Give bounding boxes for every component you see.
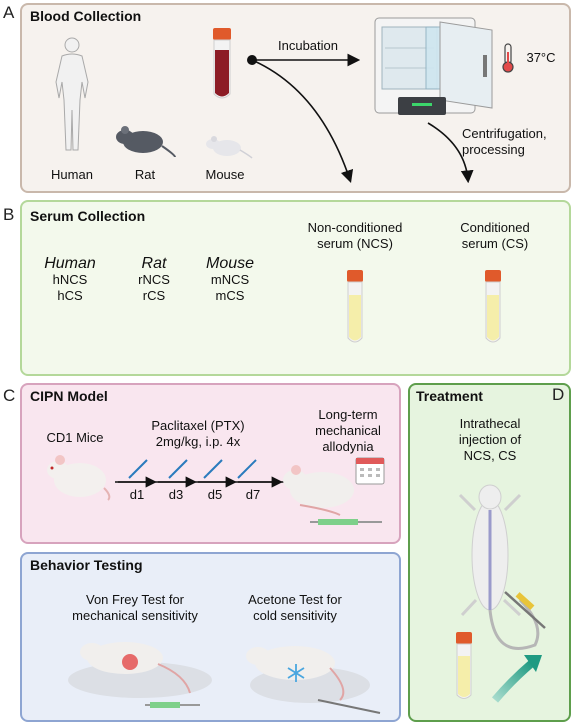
mouse-icon <box>206 136 253 159</box>
cipn-title: CIPN Model <box>30 388 108 404</box>
rat-icon <box>116 126 176 158</box>
mcs-label: mCS <box>215 288 245 303</box>
human-serum-group: Human hNCS hCS <box>40 256 100 304</box>
serum-title: Serum Collection <box>30 208 146 224</box>
blood-tube-icon <box>213 28 231 99</box>
vonfrey-rat-icon <box>68 642 212 708</box>
ncs-tube-icon <box>347 270 363 343</box>
day-label: d7 <box>245 487 261 502</box>
behavior-title: Behavior Testing <box>30 557 143 573</box>
calendar-icon <box>355 457 385 485</box>
snowflake-icon <box>287 664 305 682</box>
hcs-label: hCS <box>57 288 83 303</box>
treatment-mouse-icon <box>458 484 546 650</box>
cs-tube-icon <box>485 270 501 343</box>
syringe-icon <box>128 459 257 479</box>
treatment-title: Treatment <box>416 388 483 404</box>
acetone-rat-icon <box>246 646 381 714</box>
treatment-desc: Intrathecal injection of NCS, CS <box>458 416 522 463</box>
direct-arrow <box>251 59 354 184</box>
mouse-serum-group: Mouse mNCS mCS <box>198 256 262 304</box>
rncs-label: rNCS <box>138 272 170 287</box>
allodynia-label: Long-term mechanical allodynia <box>315 407 381 454</box>
blood-title: Blood Collection <box>30 8 142 24</box>
mouse-label: Mouse <box>205 167 245 182</box>
allodynia-rat-icon <box>283 465 382 525</box>
human-figure-icon <box>55 37 89 151</box>
human-serum-label: Human <box>44 255 96 272</box>
rat-label: Rat <box>134 167 156 182</box>
day-label: d1 <box>129 487 145 502</box>
ptx-label: Paclitaxel (PTX) 2mg/kg, i.p. 4x <box>151 418 245 449</box>
panel-letter-a: A <box>3 3 15 22</box>
incubation-label: Incubation <box>278 38 338 53</box>
acetone-label: Acetone Test for cold sensitivity <box>248 592 342 623</box>
thermometer-icon <box>502 43 514 73</box>
treatment-tube-icon <box>456 632 472 699</box>
panel-letter-d: D <box>552 385 565 404</box>
centrifugation-label: Centrifugation, processing <box>462 126 547 157</box>
ncs-label: Non-conditioned serum (NCS) <box>307 220 403 251</box>
panel-serum-collection <box>20 200 571 376</box>
day-label: d5 <box>207 487 223 502</box>
vonfrey-label: Von Frey Test for mechanical sensitivity <box>72 592 198 623</box>
human-label: Human <box>51 167 93 182</box>
mouse-serum-label: Mouse <box>205 255 255 272</box>
hncs-label: hNCS <box>52 272 88 287</box>
panel-letter-b: B <box>3 205 15 224</box>
incubator-icon <box>374 17 493 115</box>
rat-serum-group: Rat rNCS rCS <box>126 256 182 304</box>
panel-letter-c: C <box>3 386 16 405</box>
cd1-mouse-icon <box>47 455 111 501</box>
temperature-label: 37°C <box>526 50 556 65</box>
cd1-mice-label: CD1 Mice <box>46 430 104 445</box>
cs-label: Conditioned serum (CS) <box>460 220 530 251</box>
rat-serum-label: Rat <box>141 255 167 272</box>
day-label: d3 <box>168 487 184 502</box>
rcs-label: rCS <box>142 288 166 303</box>
centrifugation-arrow <box>427 122 474 184</box>
treatment-arrow <box>491 659 535 703</box>
mncs-label: mNCS <box>210 272 250 287</box>
